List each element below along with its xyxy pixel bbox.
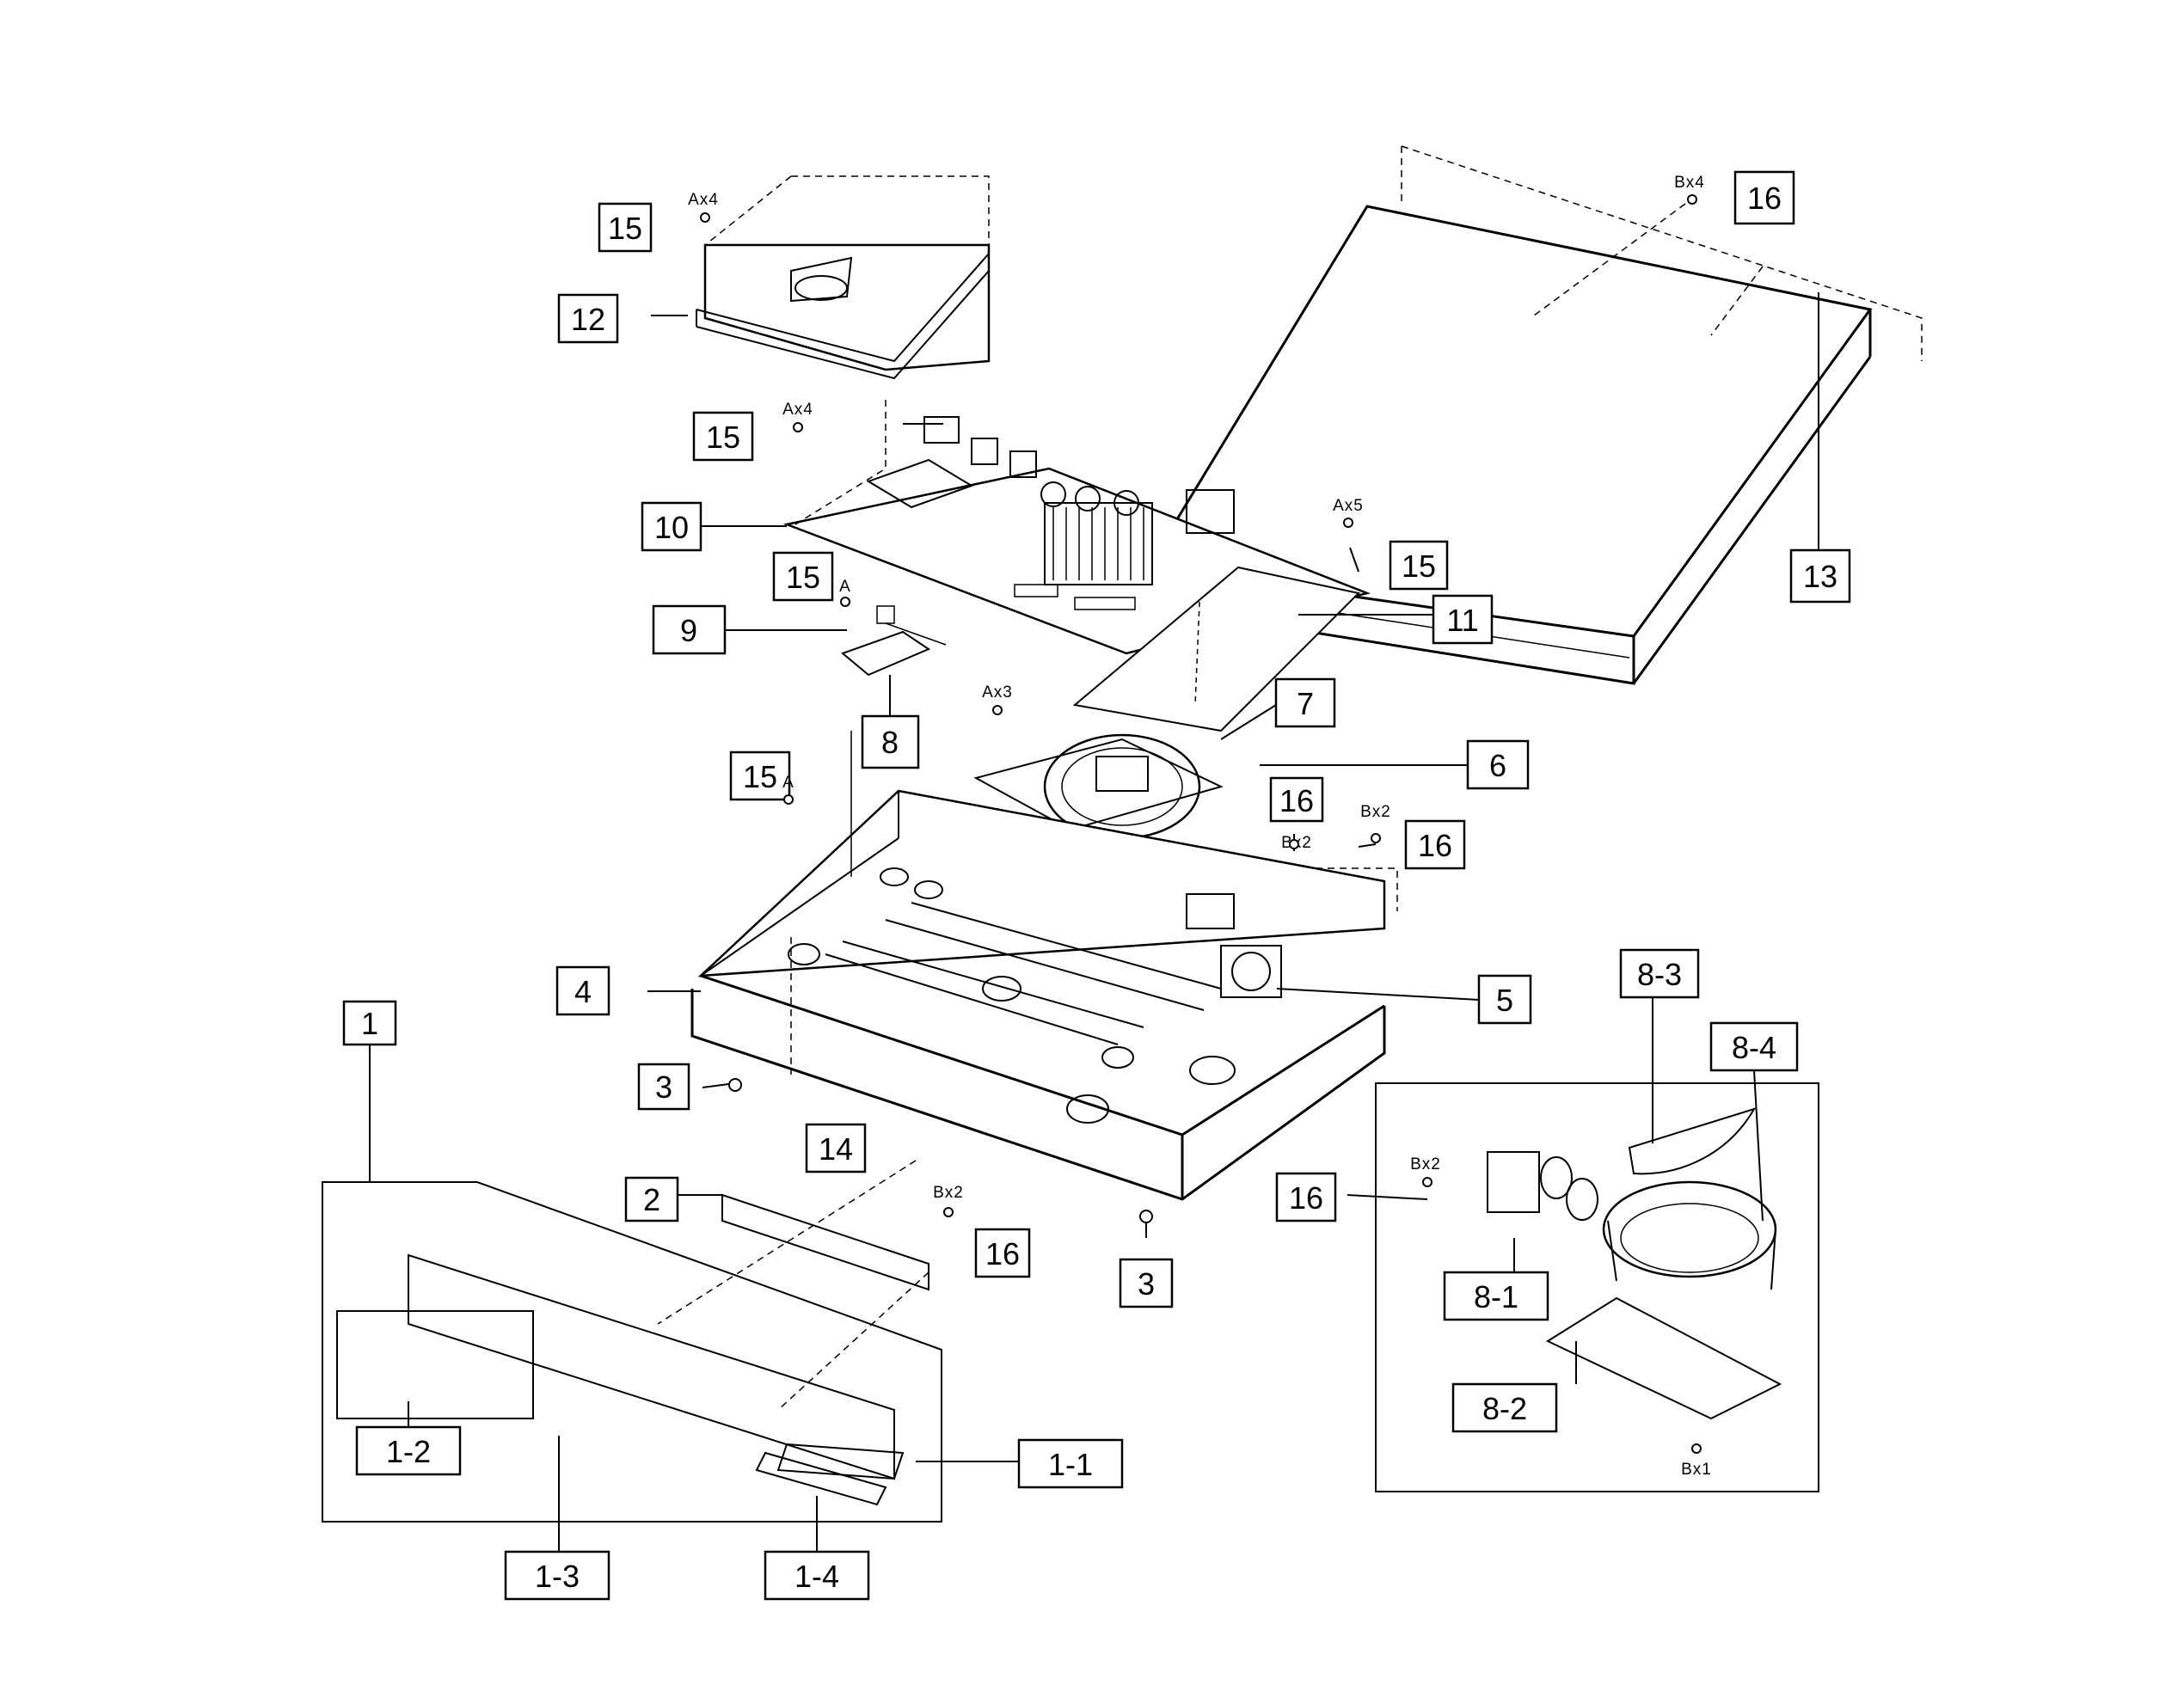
label-1-2: 1-2: [386, 1434, 431, 1469]
label-3: 3: [1138, 1266, 1155, 1302]
label-15: 15: [743, 759, 777, 794]
label-8-1: 8-1: [1474, 1279, 1518, 1314]
screw-tag: Ax5: [1333, 497, 1364, 515]
label-11: 11: [1446, 603, 1478, 638]
label-8-3: 8-3: [1637, 957, 1682, 992]
label-10: 10: [654, 510, 689, 545]
label-12: 12: [571, 302, 605, 337]
screw-tag: Bx2: [1360, 803, 1391, 821]
label-16: 16: [985, 1236, 1020, 1271]
label-8-4: 8-4: [1732, 1030, 1776, 1065]
screw-tag: Bx2: [1410, 1155, 1441, 1173]
label-1: 1: [361, 1006, 378, 1041]
label-8: 8: [881, 725, 899, 760]
label-6: 6: [1489, 748, 1506, 783]
label-14: 14: [819, 1131, 853, 1167]
label-4: 4: [574, 974, 592, 1009]
label-1-1: 1-1: [1048, 1447, 1093, 1482]
label-13: 13: [1803, 559, 1837, 594]
callouts: [342, 170, 1851, 1601]
screw-tag: Ax4: [782, 401, 813, 419]
label-15: 15: [608, 211, 642, 246]
inset-box: [1375, 1082, 1819, 1492]
label-1-3: 1-3: [535, 1559, 580, 1594]
disc-drive-unit: [696, 175, 991, 380]
label-16: 16: [1289, 1180, 1323, 1216]
label-1-4: 1-4: [794, 1559, 839, 1594]
label-9: 9: [680, 613, 697, 648]
label-16: 16: [1747, 181, 1782, 216]
label-15: 15: [1402, 548, 1436, 584]
label-16: 16: [1279, 783, 1314, 818]
screw-tag: Bx4: [1674, 174, 1705, 192]
label-2: 2: [643, 1182, 660, 1217]
top-cover: [1145, 145, 1923, 685]
screw-tag: Bx2: [933, 1184, 964, 1202]
small-board: [841, 605, 947, 677]
label-16: 16: [1418, 828, 1452, 863]
screw-tag: Ax3: [982, 683, 1013, 702]
label-5: 5: [1496, 983, 1513, 1018]
label-15: 15: [786, 560, 820, 595]
screw-tag: A: [839, 578, 851, 596]
label-15: 15: [706, 420, 740, 455]
screw-tag: Ax4: [688, 191, 719, 209]
callout-labels: 15 12 15 10 15 15 9 11 7 8 15 6 16 16 16…: [361, 181, 1837, 1594]
screws: [700, 194, 1702, 1454]
front-panel-assembly: [322, 1160, 942, 1523]
label-7: 7: [1297, 686, 1314, 721]
chassis: [690, 731, 1398, 1201]
fan-bracket: [973, 733, 1224, 840]
label-3: 3: [655, 1069, 672, 1105]
screw-tag: Bx1: [1681, 1461, 1712, 1479]
screw-tag: A: [782, 774, 794, 792]
label-8-2: 8-2: [1482, 1391, 1527, 1426]
sub-board: [1072, 566, 1361, 732]
